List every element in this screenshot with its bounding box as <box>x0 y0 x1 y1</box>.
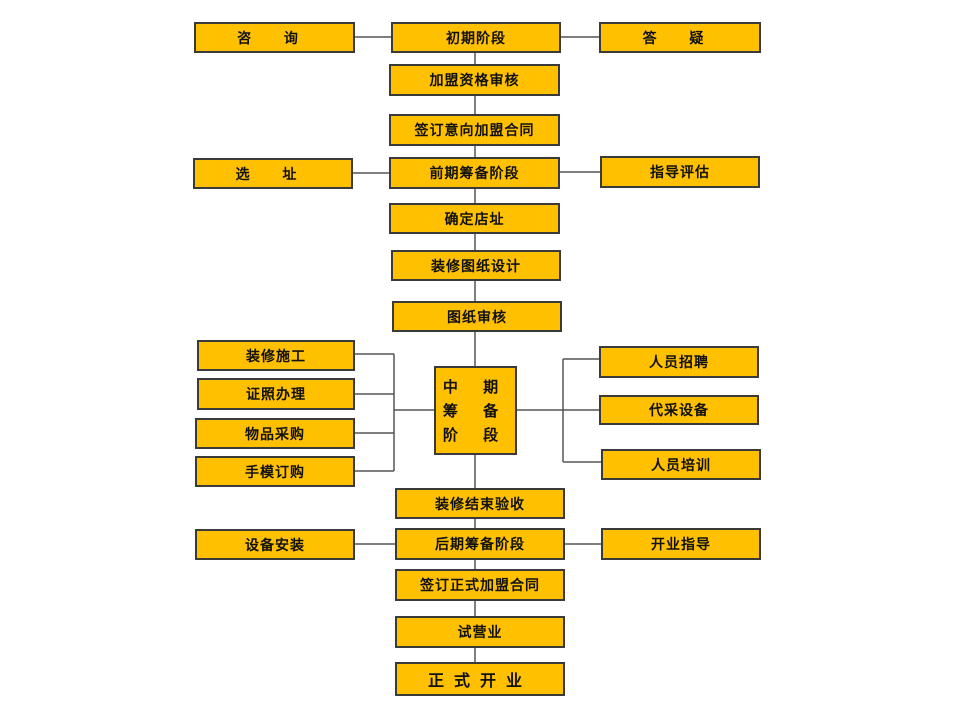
node-label: 后期筹备阶段 <box>435 537 525 553</box>
node-formal-contract: 签订正式加盟合同 <box>395 569 565 601</box>
node-mold-order: 手模订购 <box>195 456 355 487</box>
node-label: 加盟资格审核 <box>429 73 520 89</box>
node-intent-contract: 签订意向加盟合同 <box>389 114 560 146</box>
node-label-line: 阶 段 <box>442 425 509 444</box>
node-label: 图纸审核 <box>447 309 507 326</box>
node-confirm-site: 确定店址 <box>389 203 560 234</box>
node-label: 签订意向加盟合同 <box>414 123 535 139</box>
node-label: 装修图纸设计 <box>431 258 521 275</box>
node-equipment-install: 设备安装 <box>195 529 355 560</box>
node-design-drawings: 装修图纸设计 <box>391 250 561 281</box>
node-recruitment: 人员招聘 <box>599 346 759 378</box>
node-label: 前期筹备阶段 <box>429 166 520 182</box>
node-label: 确定店址 <box>444 211 505 228</box>
node-label-line: 筹 备 <box>442 401 509 420</box>
node-label: 代采设备 <box>649 403 709 419</box>
node-label: 手模订购 <box>245 464 305 481</box>
node-renovation-acceptance: 装修结束验收 <box>395 488 565 519</box>
node-label: 初期阶段 <box>446 30 506 47</box>
node-label: 答 疑 <box>642 30 718 47</box>
node-label: 装修结束验收 <box>435 496 525 513</box>
node-label: 签订正式加盟合同 <box>420 578 540 594</box>
node-initial-stage: 初期阶段 <box>391 22 561 53</box>
node-mid-prep-stage: 中 期 筹 备 阶 段 <box>434 366 517 455</box>
node-label: 设备安装 <box>245 537 305 554</box>
node-label: 正式开业 <box>427 671 532 690</box>
node-purchasing: 物品采购 <box>195 418 355 449</box>
node-grand-opening: 正式开业 <box>395 662 565 696</box>
node-site-selection: 选 址 <box>193 158 353 189</box>
node-drawing-review: 图纸审核 <box>392 301 562 332</box>
node-opening-guidance: 开业指导 <box>601 528 761 560</box>
node-label: 指导评估 <box>650 165 710 181</box>
node-equipment-procurement: 代采设备 <box>599 395 759 425</box>
node-answer: 答 疑 <box>599 22 761 53</box>
node-label: 装修施工 <box>246 348 306 365</box>
node-qualification-review: 加盟资格审核 <box>389 64 560 96</box>
node-licensing: 证照办理 <box>197 378 355 410</box>
node-renovation: 装修施工 <box>197 340 355 371</box>
node-label: 开业指导 <box>651 537 711 553</box>
node-label: 物品采购 <box>245 426 305 443</box>
node-training: 人员培训 <box>601 449 761 480</box>
node-label: 证照办理 <box>246 387 306 403</box>
node-late-prep-stage: 后期筹备阶段 <box>395 528 565 560</box>
node-label: 咨 询 <box>237 30 312 47</box>
node-early-prep-stage: 前期筹备阶段 <box>389 157 560 189</box>
node-label: 试营业 <box>457 625 503 641</box>
node-label-line: 中 期 <box>442 377 509 396</box>
node-label: 选 址 <box>235 166 311 183</box>
node-label: 人员招聘 <box>649 355 709 371</box>
node-trial-operation: 试营业 <box>395 616 565 648</box>
node-guidance-evaluation: 指导评估 <box>600 156 760 188</box>
node-consult: 咨 询 <box>194 22 355 53</box>
node-label: 人员培训 <box>651 457 711 474</box>
